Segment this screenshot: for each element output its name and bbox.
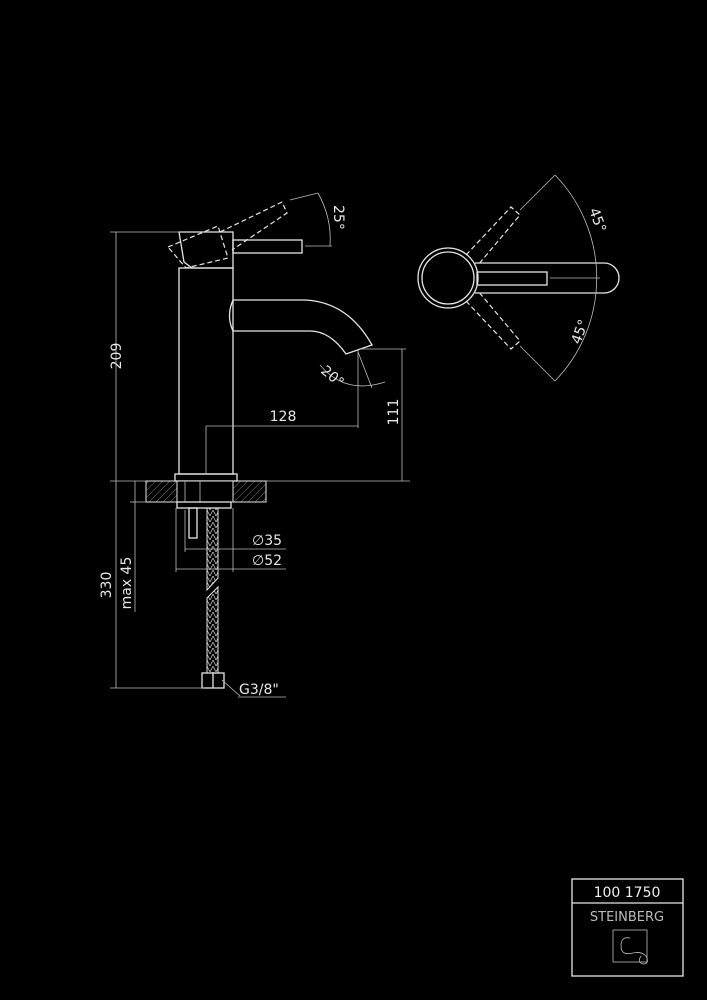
dim-label-max45: max 45 [119,557,135,610]
dim-label-52: ∅52 [252,553,282,569]
angle-arc [554,174,598,382]
handle-cartridge [178,231,234,269]
thread-callout: G3/8" [221,679,286,698]
threaded-rod [188,507,198,539]
lever-raised-dashed [167,201,288,269]
product-code: 100 1750 [594,885,661,901]
angle-label-45-upper: 45° [585,206,609,235]
dim-25deg: 25° [289,192,346,247]
spout-outline [475,262,620,294]
dim-label-111: 111 [386,399,402,426]
faucet-top-view: 45° 45° [417,174,620,382]
dim-128: 128 [205,349,359,473]
dim-label-209: 209 [109,343,125,370]
dim-label-128: 128 [270,409,297,425]
lever-rotated-left [465,206,521,350]
brand-logo-icon [612,929,648,965]
dim-max-45: max 45 [119,481,146,612]
dim-20deg: 20° [317,351,386,391]
brand-name: STEINBERG [590,910,664,925]
spout [228,299,373,355]
fixing-plate [176,501,232,509]
lever-top [476,271,548,286]
thread-label: G3/8" [239,682,279,698]
dim-diameter-35: ∅35 [184,510,286,552]
body-outer-circle [417,247,479,309]
title-block: 100 1750 STEINBERG [571,878,684,977]
dim-label-35: ∅35 [252,533,282,549]
angle-label-45-lower: 45° [569,318,593,347]
dim-diameter-52: ∅52 [175,508,286,572]
faucet-side-view: 209 25° 20° 128 111 ∅35 [99,192,410,698]
dim-label-330: 330 [99,572,115,599]
dim-330: 330 [99,481,205,689]
flex-hose [206,507,219,674]
base-collar [174,473,238,482]
dim-209: 209 [109,231,180,481]
angle-label-25: 25° [330,205,346,230]
lever [232,239,303,254]
dim-111: 111 [360,348,406,481]
body-inner-circle [421,251,475,305]
